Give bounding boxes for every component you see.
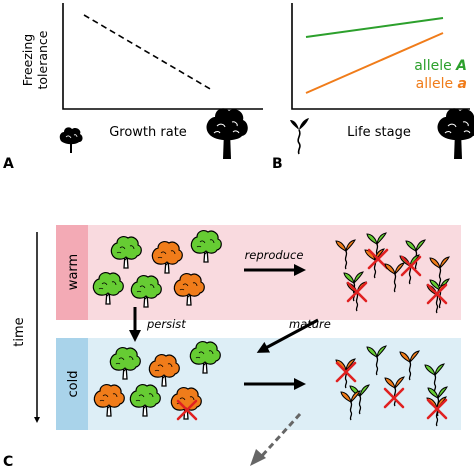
continuation-arrowhead	[250, 449, 266, 466]
panel-b: B allele A allele a Life stage	[272, 3, 474, 172]
legend-allele-a-symbol: a	[458, 76, 467, 92]
panel-b-letter: B	[272, 156, 283, 172]
cold-label: cold	[66, 371, 81, 398]
mature-label: mature	[289, 317, 331, 331]
panel-b-axes	[291, 3, 470, 110]
panel-c: C time warm cold reproduce	[3, 225, 461, 469]
legend-allele-A-word: allele	[414, 58, 451, 74]
large-tree-icon	[206, 108, 248, 159]
panel-a-xlabel: Growth rate	[109, 125, 187, 140]
reproduce-label: reproduce	[245, 248, 304, 262]
panel-a-ylabel-line2: tolerance	[35, 30, 50, 89]
large-tree-icon	[437, 108, 474, 159]
panel-a-letter: A	[3, 156, 14, 172]
allele-A-line	[305, 17, 444, 38]
small-tree-icon	[59, 127, 83, 153]
time-label: time	[12, 317, 27, 346]
legend-allele-a: allele a	[416, 76, 467, 92]
panel-c-letter: C	[3, 454, 13, 469]
panel-a-axes	[62, 3, 263, 110]
cold-label-box	[56, 338, 88, 430]
legend-allele-A-symbol: A	[455, 58, 467, 74]
persist-label: persist	[146, 317, 186, 331]
legend-allele-A: allele A	[414, 58, 467, 74]
panel-a-ylabel-line1: Freezing	[20, 34, 35, 86]
panel-a-trend-line	[83, 14, 213, 91]
seedling-icon	[290, 118, 309, 155]
panel-a: A Freezing tolerance Growth rate	[3, 3, 263, 172]
legend-allele-a-word: allele	[416, 76, 453, 92]
panel-b-xlabel: Life stage	[347, 125, 411, 140]
panel-a-ylabel: Freezing tolerance	[20, 30, 50, 89]
warm-band	[56, 225, 461, 320]
warm-label: warm	[66, 254, 81, 290]
mature-arrow	[256, 318, 319, 353]
allele-a-line	[305, 32, 444, 94]
warm-label-box	[56, 225, 88, 320]
